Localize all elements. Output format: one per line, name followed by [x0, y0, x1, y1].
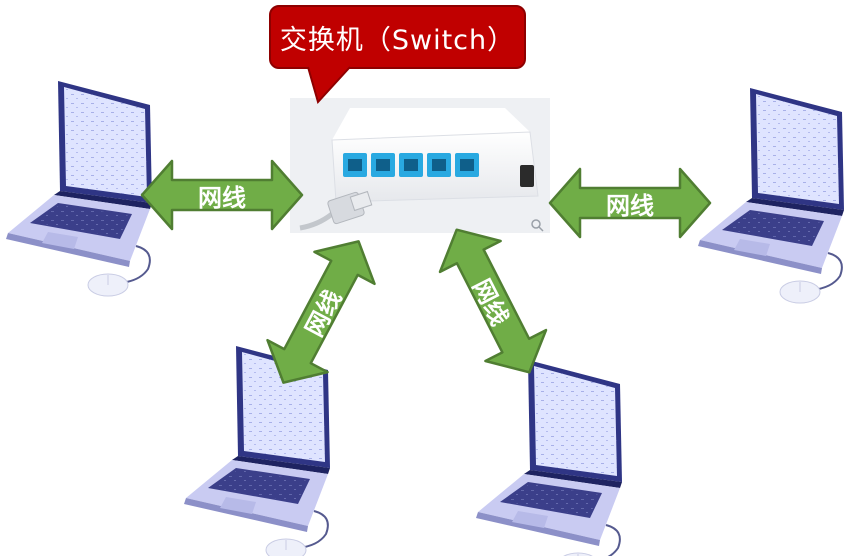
- laptop-top-right: [697, 87, 845, 304]
- cable-arrow-right: [548, 167, 712, 239]
- laptop-bottom-right: [475, 359, 623, 556]
- laptop-top-left: [5, 80, 153, 297]
- switch-callout: [269, 5, 526, 104]
- cable-arrow-bottom-right: [425, 213, 561, 389]
- cable-arrow-left: [140, 159, 304, 231]
- switch-image: [290, 98, 550, 233]
- magnifier-icon: [531, 219, 541, 229]
- switch-ports: [343, 153, 479, 177]
